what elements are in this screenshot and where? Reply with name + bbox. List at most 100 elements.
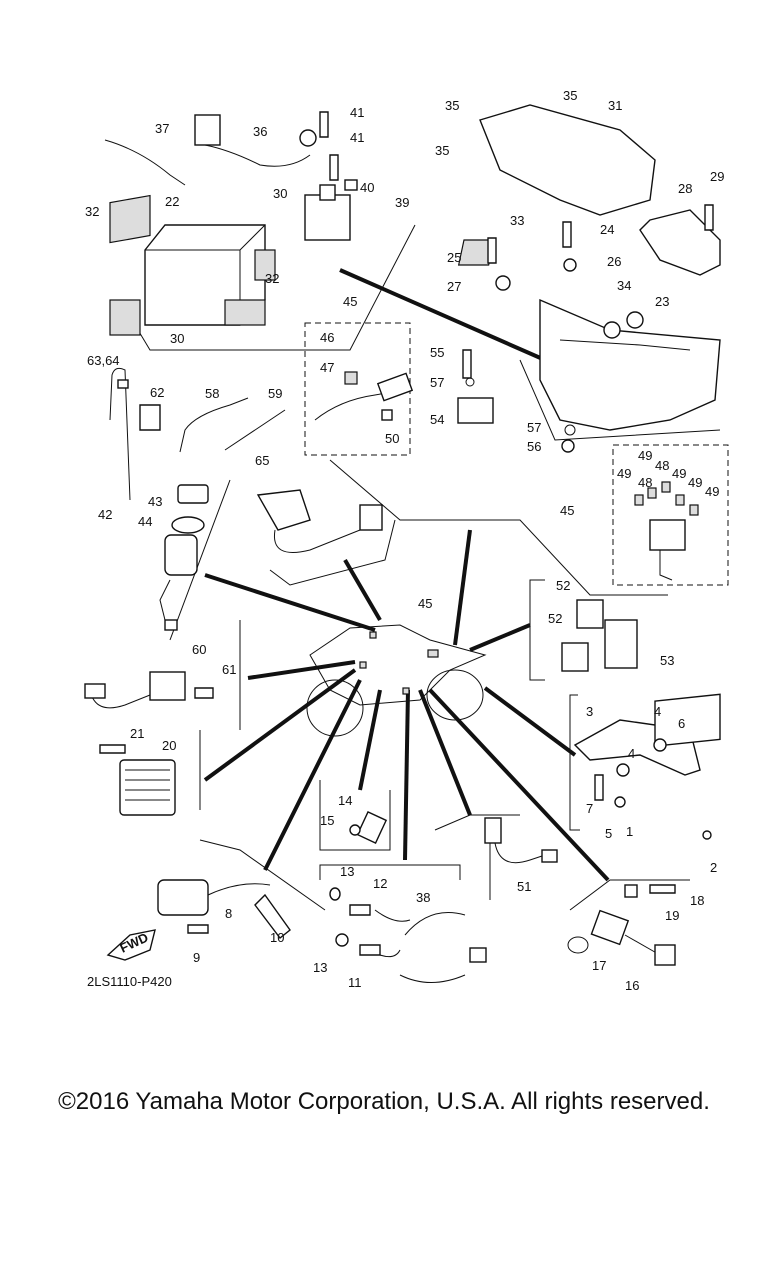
callout-55: 55 bbox=[430, 345, 444, 360]
callout-18: 18 bbox=[690, 893, 704, 908]
callout-24: 24 bbox=[600, 222, 614, 237]
callout-4: 4 bbox=[628, 746, 635, 761]
battery-pad bbox=[224, 299, 266, 326]
sensor-body bbox=[457, 397, 494, 424]
callout-12: 12 bbox=[373, 876, 387, 891]
callout-35: 35 bbox=[563, 88, 577, 103]
callout-60: 60 bbox=[192, 642, 206, 657]
ignition-coil bbox=[106, 879, 291, 961]
battery-lead bbox=[104, 139, 186, 186]
callout-49: 49 bbox=[705, 484, 719, 499]
callout-62: 62 bbox=[150, 385, 164, 400]
relays bbox=[561, 599, 638, 672]
callout-49: 49 bbox=[617, 466, 631, 481]
callout-labels: 35 35 35 31 41 41 37 36 40 39 30 32 22 3… bbox=[85, 88, 724, 993]
callout-49: 49 bbox=[638, 448, 652, 463]
callout-32: 32 bbox=[85, 204, 99, 219]
callout-49: 49 bbox=[672, 466, 686, 481]
callout-38: 38 bbox=[416, 890, 430, 905]
callout-33: 33 bbox=[510, 213, 524, 228]
main-switch bbox=[159, 484, 209, 631]
callout-51: 51 bbox=[517, 879, 531, 894]
callout-50: 50 bbox=[385, 431, 399, 446]
ecu-unit bbox=[654, 693, 721, 747]
cover-31 bbox=[479, 104, 656, 216]
callout-39: 39 bbox=[395, 195, 409, 210]
callout-37: 37 bbox=[155, 121, 169, 136]
speed-sensor bbox=[84, 671, 214, 709]
callout-57: 57 bbox=[527, 420, 541, 435]
callout-19: 19 bbox=[665, 908, 679, 923]
callout-57: 57 bbox=[430, 375, 444, 390]
bolt bbox=[329, 154, 339, 181]
neutral-switch bbox=[484, 817, 558, 900]
crank-sensor bbox=[567, 884, 676, 966]
callout-14: 14 bbox=[338, 793, 352, 808]
callout-35: 35 bbox=[435, 143, 449, 158]
callout-26: 26 bbox=[607, 254, 621, 269]
sensor-54 bbox=[457, 349, 576, 453]
tail-light bbox=[256, 489, 383, 553]
copyright-notice: ©2016 Yamaha Motor Corporation, U.S.A. A… bbox=[58, 1088, 710, 1115]
callout-35: 35 bbox=[445, 98, 459, 113]
callout-4: 4 bbox=[654, 704, 661, 719]
callout-28: 28 bbox=[678, 181, 692, 196]
relay-body bbox=[304, 194, 351, 241]
callout-8: 8 bbox=[225, 906, 232, 921]
sender-switches bbox=[329, 887, 487, 983]
callout-3: 3 bbox=[586, 704, 593, 719]
callout-49: 49 bbox=[688, 475, 702, 490]
battery-box bbox=[457, 104, 721, 431]
coil-body bbox=[157, 879, 209, 916]
callout-6: 6 bbox=[678, 716, 685, 731]
callout-45: 45 bbox=[343, 294, 357, 309]
plug-cap bbox=[254, 893, 291, 939]
fuse-box bbox=[634, 481, 699, 581]
callout-45: 45 bbox=[560, 503, 574, 518]
callout-29: 29 bbox=[710, 169, 724, 184]
callout-21: 21 bbox=[130, 726, 144, 741]
battery-pad bbox=[109, 299, 141, 336]
fwd-arrow bbox=[106, 929, 156, 961]
fuse-holder bbox=[194, 114, 221, 146]
callout-58: 58 bbox=[205, 386, 219, 401]
callout-48: 48 bbox=[638, 475, 652, 490]
callout-52: 52 bbox=[548, 611, 562, 626]
callout-59: 59 bbox=[268, 386, 282, 401]
callout-63-64: 63,64 bbox=[87, 353, 120, 368]
battery-pad bbox=[109, 194, 151, 244]
callout-40: 40 bbox=[360, 180, 374, 195]
callout-47: 47 bbox=[320, 360, 334, 375]
callout-56: 56 bbox=[527, 439, 541, 454]
callout-34: 34 bbox=[617, 278, 631, 293]
drawing-code: 2LS1110-P420 bbox=[87, 974, 172, 989]
callout-54: 54 bbox=[430, 412, 444, 427]
leader-lines bbox=[203, 268, 610, 882]
callout-17: 17 bbox=[592, 958, 606, 973]
callout-61: 61 bbox=[222, 662, 236, 677]
callout-41: 41 bbox=[350, 130, 364, 145]
thermo-switch bbox=[349, 810, 388, 844]
clamp bbox=[139, 404, 161, 431]
callout-41: 41 bbox=[350, 105, 364, 120]
callout-48: 48 bbox=[655, 458, 669, 473]
harness-detail bbox=[314, 371, 414, 421]
callout-5: 5 bbox=[605, 826, 612, 841]
cable-ties bbox=[109, 367, 286, 501]
callout-65: 65 bbox=[255, 453, 269, 468]
bracket-28 bbox=[639, 209, 721, 276]
callout-15: 15 bbox=[320, 813, 334, 828]
callout-23: 23 bbox=[655, 294, 669, 309]
fuse-box-body bbox=[649, 519, 686, 551]
rectifier-regulator bbox=[99, 744, 176, 816]
callout-45: 45 bbox=[418, 596, 432, 611]
vehicle-marker bbox=[427, 649, 439, 658]
ecu-bracket bbox=[573, 693, 721, 840]
callout-20: 20 bbox=[162, 738, 176, 753]
battery-assembly bbox=[104, 114, 317, 336]
callout-52: 52 bbox=[556, 578, 570, 593]
callout-44: 44 bbox=[138, 514, 152, 529]
callout-22: 22 bbox=[165, 194, 179, 209]
callout-32: 32 bbox=[265, 271, 279, 286]
